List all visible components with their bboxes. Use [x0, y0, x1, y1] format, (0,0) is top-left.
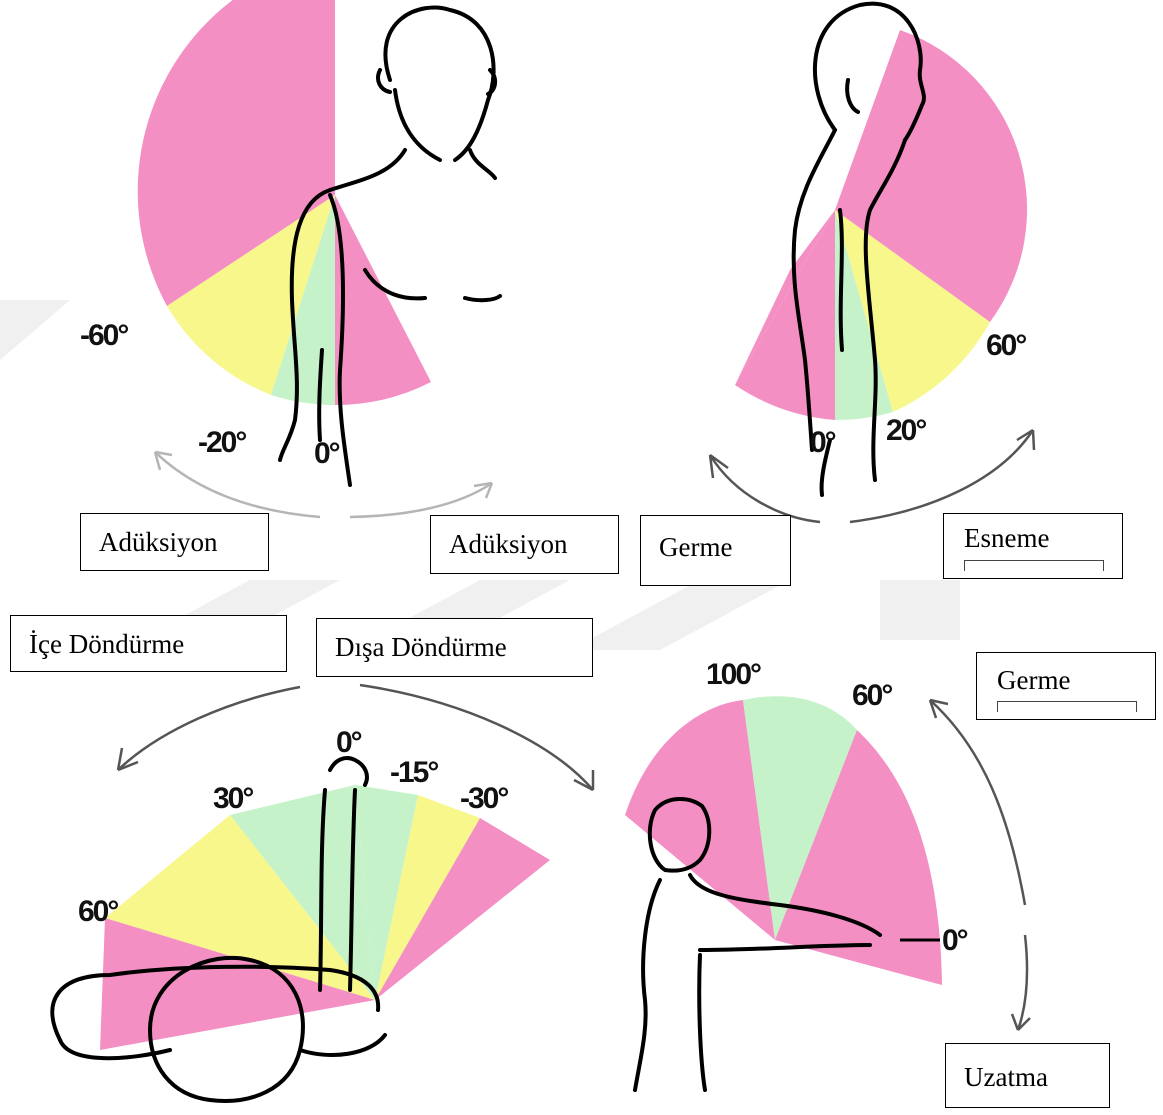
flexion-left-arrow: [710, 455, 820, 522]
angle-neg15: -15°: [390, 756, 438, 789]
sector-pink-back: [735, 210, 835, 420]
elevation-down-label-text: Uzatma: [964, 1044, 1091, 1091]
abduction-right-label: Adüksiyon: [430, 515, 619, 574]
text-underline-bracket: [997, 701, 1137, 712]
angle-neg30: -30°: [460, 782, 508, 815]
external-rotation-label: Dışa Döndürme: [316, 618, 593, 677]
angle-zero: 0°: [942, 924, 968, 957]
text-underline-bracket: [964, 560, 1104, 571]
internal-rotation-arrow: [118, 687, 300, 770]
angle-neg60: -60°: [80, 319, 128, 352]
flexion-right-label-text: Esneme: [962, 514, 1104, 552]
angle-zero: 0°: [336, 726, 362, 759]
flexion-panel: 60° 20° 0°: [710, 4, 1034, 522]
rotation-panel: 0° -15° -30° 30° 60°: [52, 685, 593, 1101]
abduction-right-arrow: [350, 483, 492, 517]
elevation-sectors: [625, 696, 942, 985]
angle-neg20: -20°: [198, 426, 246, 459]
abduction-right-label-text: Adüksiyon: [449, 516, 600, 558]
abduction-left-label-text: Adüksiyon: [99, 514, 250, 556]
elevation-up-label-text: Germe: [995, 653, 1137, 694]
angle-zero: 0°: [810, 426, 836, 459]
flexion-right-arrow: [850, 430, 1033, 522]
angle-hundred: 100°: [706, 658, 761, 691]
elevation-panel: 100° 60° 0°: [625, 658, 1030, 1090]
elevation-down-arrow: [1018, 935, 1027, 1030]
elevation-down-label: Uzatma: [945, 1043, 1110, 1108]
angle-thirty: 30°: [213, 782, 253, 815]
flexion-sectors: [735, 30, 1027, 420]
elevation-up-arrow: [930, 700, 1025, 905]
flexion-left-label-text: Germe: [659, 516, 772, 561]
angle-twenty: 20°: [886, 414, 926, 447]
abduction-left-label: Adüksiyon: [80, 513, 269, 571]
external-rotation-label-text: Dışa Döndürme: [335, 619, 574, 661]
angle-sixty: 60°: [78, 895, 118, 928]
rotation-sectors: [100, 785, 550, 1050]
elevation-up-label: Germe: [976, 652, 1156, 720]
internal-rotation-label: İçe Döndürme: [10, 615, 287, 672]
flexion-right-label: Esneme: [943, 513, 1123, 579]
internal-rotation-label-text: İçe Döndürme: [29, 616, 268, 658]
angle-zero: 0°: [314, 437, 340, 470]
abduction-panel: -60° -20° 0°: [80, 0, 500, 517]
angle-sixty: 60°: [852, 679, 892, 712]
flexion-left-label: Germe: [640, 515, 791, 586]
angle-sixty: 60°: [986, 329, 1026, 362]
abduction-left-arrow: [155, 452, 320, 517]
